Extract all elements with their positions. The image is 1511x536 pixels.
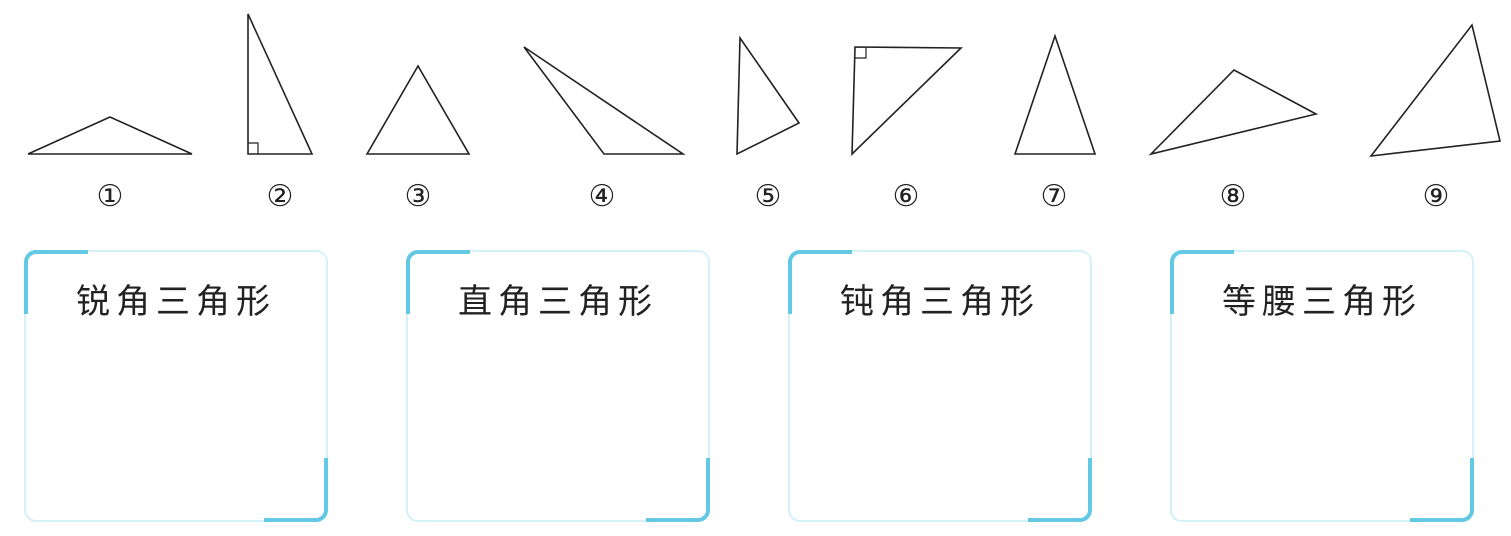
triangle-2 <box>247 13 314 155</box>
box-corner-accent <box>24 250 88 314</box>
triangle-8 <box>1148 69 1319 156</box>
box-corner-accent <box>646 458 710 522</box>
triangle-number-4: ④ <box>589 179 616 214</box>
triangle-1 <box>27 116 193 155</box>
category-label-right: 直角三角形 <box>458 282 658 322</box>
category-label-isosceles: 等腰三角形 <box>1222 282 1422 322</box>
right-angle-mark-6 <box>855 47 867 59</box>
triangle-3 <box>365 64 471 155</box>
triangle-number-2: ② <box>267 179 294 214</box>
category-box-isosceles[interactable]: 等腰三角形 <box>1170 250 1474 522</box>
triangle-number-8: ⑧ <box>1220 179 1247 214</box>
triangle-number-7: ⑦ <box>1041 179 1068 214</box>
box-corner-accent <box>264 458 328 522</box>
box-corner-accent <box>406 250 470 314</box>
box-corner-accent <box>1410 458 1474 522</box>
triangle-5 <box>736 35 801 156</box>
category-box-acute[interactable]: 锐角三角形 <box>24 250 328 522</box>
triangle-number-9: ⑨ <box>1423 179 1450 214</box>
triangle-number-6: ⑥ <box>893 179 920 214</box>
triangle-number-5: ⑤ <box>755 179 782 214</box>
category-label-obtuse: 钝角三角形 <box>840 282 1040 322</box>
triangle-4 <box>523 46 686 155</box>
box-corner-accent <box>1028 458 1092 522</box>
triangle-7 <box>1013 33 1097 155</box>
box-corner-accent <box>1170 250 1234 314</box>
box-corner-accent <box>788 250 852 314</box>
triangle-6 <box>851 46 963 156</box>
category-box-right[interactable]: 直角三角形 <box>406 250 710 522</box>
right-angle-mark-2 <box>248 142 259 154</box>
category-box-obtuse[interactable]: 钝角三角形 <box>788 250 1092 522</box>
triangle-number-1: ① <box>97 179 124 214</box>
triangle-9 <box>1369 23 1501 158</box>
triangle-number-3: ③ <box>405 179 432 214</box>
category-label-acute: 锐角三角形 <box>76 282 276 322</box>
